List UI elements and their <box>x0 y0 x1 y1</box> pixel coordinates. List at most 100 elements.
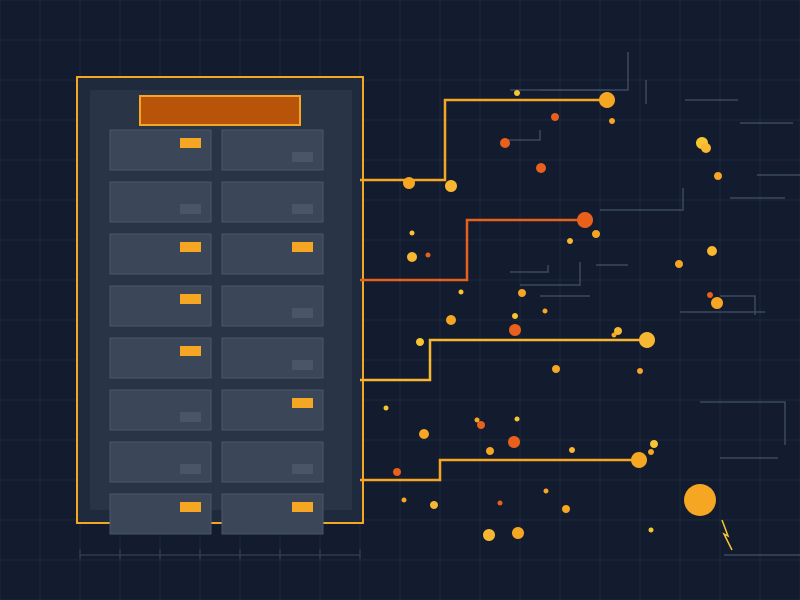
server-drawer <box>109 285 212 327</box>
spark-particle <box>407 252 417 262</box>
spark-particle <box>701 143 711 153</box>
server-drawer <box>221 389 324 431</box>
status-led-off <box>292 204 313 214</box>
circuit-trace <box>505 130 541 141</box>
server-cabinet <box>76 76 364 535</box>
server-drawer <box>221 233 324 275</box>
spark-particle <box>497 500 503 506</box>
status-led-off <box>292 152 313 162</box>
spark-particle <box>514 90 520 96</box>
status-led-on <box>180 294 201 304</box>
server-drawer <box>109 129 212 171</box>
spark-particle <box>707 246 717 256</box>
status-led-off <box>292 464 313 474</box>
spark-particle <box>592 230 600 238</box>
circuit-trace <box>540 52 629 91</box>
spark-particle <box>711 297 723 309</box>
spark-particles <box>383 90 723 541</box>
energy-orb <box>684 484 716 516</box>
wire-4-end-node <box>631 452 647 468</box>
server-drawer <box>221 129 324 171</box>
server-drawer <box>221 493 324 535</box>
spark-particle <box>425 252 431 258</box>
spark-particle <box>383 405 389 411</box>
circuit-traces-faint <box>505 52 800 556</box>
spark-particle <box>509 324 521 336</box>
spark-particle <box>611 332 617 338</box>
status-led-off <box>292 308 313 318</box>
connection-wires <box>360 92 655 482</box>
server-drawer <box>221 181 324 223</box>
server-drawer <box>221 337 324 379</box>
spark-particle <box>567 238 573 244</box>
spark-particle <box>393 468 401 476</box>
server-drawer <box>109 233 212 275</box>
spark-particle <box>416 338 424 346</box>
cabinet-header-bar <box>139 95 301 126</box>
spark-particle <box>446 315 456 325</box>
spark-particle <box>403 177 415 189</box>
spark-particle <box>536 163 546 173</box>
server-drawer <box>221 285 324 327</box>
server-drawer <box>109 493 212 535</box>
spark-particle <box>401 497 407 503</box>
wire-3 <box>360 338 647 382</box>
spark-particle <box>508 436 520 448</box>
status-led-off <box>180 412 201 422</box>
spark-particle <box>445 180 457 192</box>
spark-particle <box>562 505 570 513</box>
spark-particle <box>483 529 495 541</box>
status-led-on <box>292 242 313 252</box>
spark-particle <box>543 488 549 494</box>
spark-particle <box>486 447 494 455</box>
spark-particle <box>419 429 429 439</box>
status-led-on <box>180 138 201 148</box>
spark-particle <box>512 527 524 539</box>
spark-particle <box>512 313 518 319</box>
server-drawer <box>221 441 324 483</box>
status-led-off <box>180 204 201 214</box>
circuit-trace <box>510 265 549 273</box>
spark-particle <box>714 172 722 180</box>
spark-particle <box>648 527 654 533</box>
circuit-trace <box>700 401 786 445</box>
spark-particle <box>707 292 713 298</box>
status-led-on <box>180 242 201 252</box>
status-led-on <box>180 346 201 356</box>
ruler <box>79 549 361 559</box>
spark-particle <box>614 327 622 335</box>
circuit-trace <box>720 295 756 315</box>
server-drawer <box>109 389 212 431</box>
server-drawer <box>109 181 212 223</box>
spark-particle <box>518 289 526 297</box>
circuit-trace <box>600 188 684 211</box>
spark-particle <box>648 449 654 455</box>
drawer-grid <box>109 129 324 535</box>
spark-particle <box>458 289 464 295</box>
spark-particle <box>552 365 560 373</box>
wire-2-end-node <box>577 212 593 228</box>
server-drawer <box>109 441 212 483</box>
spark-particle <box>514 416 520 422</box>
lightning-bolt-icon <box>721 519 733 551</box>
wire-3-end-node <box>639 332 655 348</box>
spark-particle <box>675 260 683 268</box>
wire-4 <box>360 458 639 482</box>
spark-particle <box>569 447 575 453</box>
spark-particle <box>637 368 643 374</box>
spark-particle <box>551 113 559 121</box>
spark-particle <box>477 421 485 429</box>
spark-particle <box>409 230 415 236</box>
wire-1 <box>360 98 607 182</box>
spark-particle <box>474 417 480 423</box>
spark-particle <box>430 501 438 509</box>
status-led-off <box>180 464 201 474</box>
status-led-off <box>292 360 313 370</box>
circuit-trace <box>520 262 581 286</box>
status-led-on <box>292 502 313 512</box>
spark-particle <box>609 118 615 124</box>
spark-particle <box>500 138 510 148</box>
wire-1-end-node <box>599 92 615 108</box>
status-led-on <box>292 398 313 408</box>
